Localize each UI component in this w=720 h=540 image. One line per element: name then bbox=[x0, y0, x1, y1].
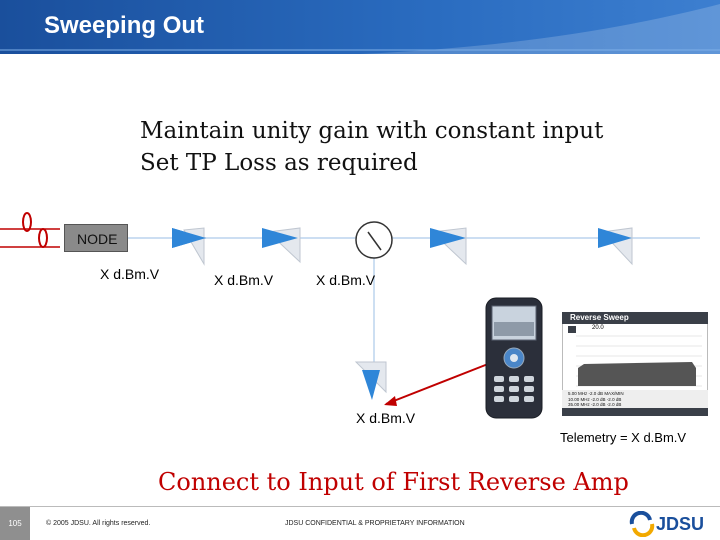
reverse-sweep-screen: Reverse Sweep 20.0 5.00 MHz -2.0 dB MAX/… bbox=[561, 311, 709, 417]
confidential-text: JDSU CONFIDENTIAL & PROPRIETARY INFORMAT… bbox=[285, 520, 465, 527]
amplifier-icon bbox=[262, 227, 301, 264]
logo-text: JDSU bbox=[656, 514, 705, 534]
page-number: 105 bbox=[0, 507, 30, 540]
amplifier-icon bbox=[598, 227, 633, 266]
fiber-input-icon bbox=[0, 212, 60, 248]
jdsu-logo: JDSU bbox=[628, 511, 718, 537]
header-bar bbox=[0, 0, 720, 54]
copyright-text: © 2005 JDSU. All rights reserved. bbox=[46, 520, 151, 527]
connection-arrow bbox=[384, 363, 489, 406]
screen-title: Reverse Sweep bbox=[570, 313, 629, 322]
footer-divider bbox=[0, 506, 720, 507]
screen-readout: 5.00 MHz -2.0 dB MAX/MIN 10.00 MHz -2.0 … bbox=[568, 391, 624, 407]
node-box: NODE bbox=[64, 224, 128, 252]
tap-icon bbox=[355, 221, 393, 259]
amplifier-icon bbox=[430, 227, 467, 266]
level-label: X d.Bm.V bbox=[214, 272, 274, 288]
reverse-amplifier-icon bbox=[354, 361, 387, 400]
level-label: X d.Bm.V bbox=[100, 266, 160, 282]
sweep-meter-icon bbox=[485, 297, 543, 419]
sweep-display bbox=[561, 311, 709, 417]
callout-text: Connect to Input of First Reverse Amp bbox=[158, 468, 629, 496]
subtitle-line-1: Maintain unity gain with constant input bbox=[140, 118, 604, 144]
jdsu-logo-icon bbox=[629, 511, 655, 537]
page-title: Sweeping Out bbox=[44, 12, 205, 39]
amplifier-icon bbox=[172, 227, 206, 266]
subtitle-line-2: Set TP Loss as required bbox=[140, 150, 418, 176]
telemetry-label: Telemetry = X d.Bm.V bbox=[560, 430, 687, 445]
level-label: X d.Bm.V bbox=[316, 272, 376, 288]
level-label: X d.Bm.V bbox=[356, 410, 416, 426]
header-swoosh bbox=[0, 4, 720, 54]
screen-value: 20.0 bbox=[592, 325, 604, 331]
